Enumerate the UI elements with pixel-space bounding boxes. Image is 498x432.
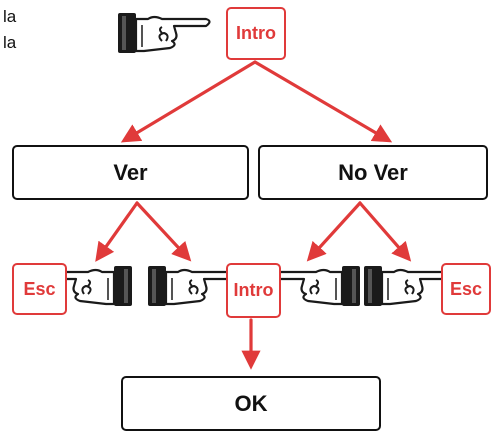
- arrow-nover-to-intro: [306, 201, 362, 262]
- ok-box: OK: [121, 376, 381, 431]
- pointing-hand-icon: [116, 11, 211, 55]
- arrow-ver-to-intro: [135, 201, 192, 262]
- note-line-2: la: [3, 33, 17, 52]
- pointing-hand-icon: [267, 264, 362, 308]
- no-ver-box: No Ver: [258, 145, 488, 200]
- esc-key-right: Esc: [441, 263, 491, 315]
- arrow-intro-to-nover: [253, 60, 393, 143]
- intro-key-bottom: Intro: [226, 263, 281, 318]
- ver-box: Ver: [12, 145, 249, 200]
- arrow-ver-to-esc: [95, 201, 139, 262]
- intro-key-top: Intro: [226, 7, 286, 60]
- esc-key-left: Esc: [12, 263, 67, 315]
- arrow-intro-to-ver: [120, 60, 257, 143]
- arrow-nover-to-esc: [358, 201, 412, 262]
- note-line-1: la: [3, 7, 17, 26]
